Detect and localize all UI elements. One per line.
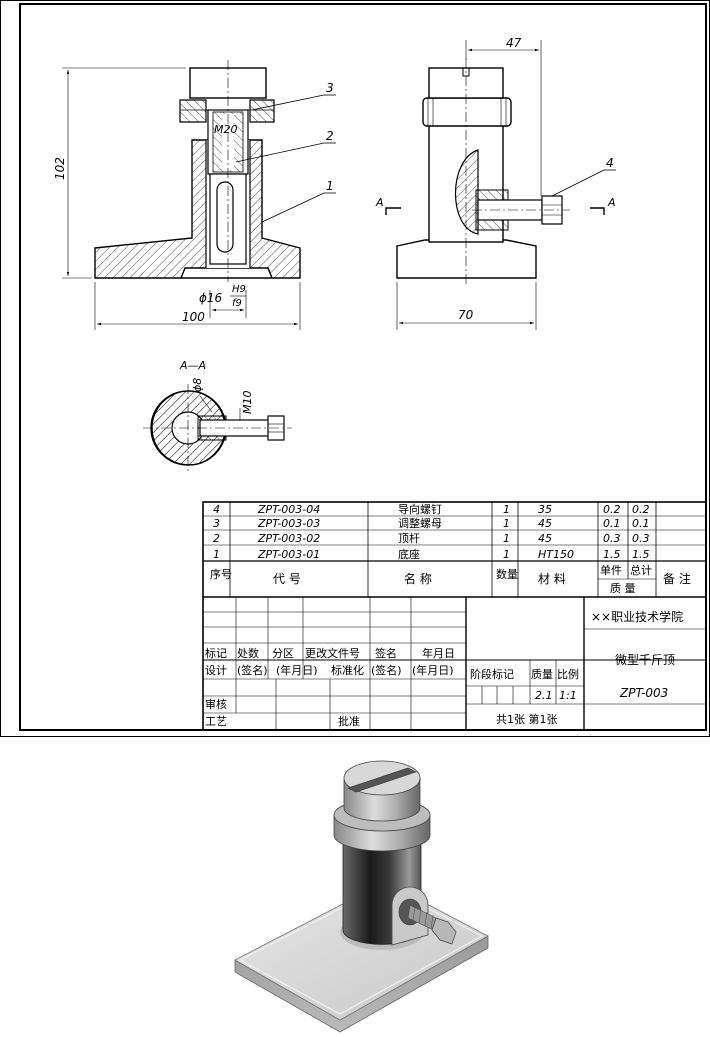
isometric-illustration	[234, 760, 489, 1033]
mass-label: 质量	[531, 668, 553, 681]
fit-diameter-label: ϕ16	[199, 291, 223, 305]
part-unit-mass: 0.3	[603, 532, 621, 545]
school-name: ××职业技术学院	[591, 609, 683, 624]
section-a-a-view	[143, 384, 292, 472]
design-label: 标准化	[331, 663, 364, 677]
design-label: (年月日)	[412, 663, 454, 677]
dim-width-100: 100	[182, 310, 205, 324]
part-qty: 1	[503, 548, 510, 561]
front-section-view	[94, 60, 301, 282]
side-view	[396, 58, 570, 284]
dim-phi8: ϕ8	[191, 378, 204, 392]
part-total-mass: 0.2	[632, 503, 650, 516]
section-mark-left: A	[375, 196, 384, 209]
part-total-mass: 0.1	[632, 517, 650, 530]
dim-70: 70	[458, 308, 474, 322]
part-code: ZPT-003-01	[257, 548, 320, 561]
part-name: 调整螺母	[398, 516, 442, 530]
part-no: 2	[213, 532, 220, 545]
drawing-number: ZPT-003	[619, 686, 668, 700]
process-label: 工艺	[205, 715, 227, 728]
fit-lower-label: f9	[232, 298, 242, 309]
part-total-mass: 1.5	[632, 548, 650, 561]
header-mass: 质 量	[610, 582, 636, 595]
rev-label: 更改文件号	[305, 646, 360, 660]
part-material: 35	[538, 503, 552, 516]
title-block-text: 标记 处数 分区 更改文件号 签名 年月日 设计 (签名) (年月日) 标准化 …	[205, 609, 683, 728]
approve-label: 批准	[338, 714, 360, 728]
front-dimensions: 102 M20 100 ϕ16 H9 f9	[53, 67, 301, 330]
rev-label: 签名	[375, 646, 397, 660]
part-qty: 1	[503, 503, 510, 516]
part-name: 底座	[398, 547, 420, 561]
rev-label: 处数	[237, 647, 259, 660]
drawing-frame	[0, 0, 710, 737]
dim-47: 47	[506, 36, 522, 50]
part-material: 45	[538, 532, 552, 545]
scale-value: 1:1	[559, 689, 577, 702]
header-qty: 数量	[496, 568, 518, 581]
section-a-a-annotations: A—A ϕ8 M10	[179, 359, 254, 420]
section-title-a-a: A—A	[179, 359, 206, 372]
header-no: 序号	[210, 567, 232, 581]
design-label: 设计	[205, 664, 227, 677]
header-name: 名 称	[404, 571, 432, 586]
part-no: 3	[213, 517, 220, 530]
design-label: (签名)	[371, 663, 402, 677]
fit-upper-label: H9	[232, 284, 246, 295]
dim-m10: M10	[241, 391, 254, 415]
header-unit: 单件	[600, 564, 622, 577]
part-unit-mass: 0.2	[603, 503, 621, 516]
part-qty: 1	[503, 532, 510, 545]
part-total-mass: 0.3	[632, 532, 650, 545]
design-label: (年月日)	[276, 663, 318, 677]
rev-label: 分区	[272, 647, 294, 660]
part-code: ZPT-003-02	[257, 532, 320, 545]
title-block-grid	[203, 597, 706, 730]
header-note: 备 注	[663, 571, 691, 586]
part-qty: 1	[503, 517, 510, 530]
part-name: 导向螺钉	[398, 502, 442, 516]
balloon-1: 1	[326, 179, 334, 193]
part-material: HT150	[538, 548, 574, 561]
part-no: 1	[213, 548, 220, 561]
front-balloons: 3 2 1	[235, 81, 336, 223]
design-label: (签名)	[237, 663, 268, 677]
scale-label: 比例	[557, 667, 579, 681]
thread-m20-label: M20	[214, 123, 238, 136]
part-code: ZPT-003-03	[257, 517, 320, 530]
sheet-count: 共1张 第1张	[496, 712, 558, 726]
stage-label: 阶段标记	[470, 667, 514, 681]
part-unit-mass: 1.5	[603, 548, 621, 561]
rev-label: 标记	[205, 646, 227, 660]
parts-rows: 4 ZPT-003-04 导向螺钉 1 35 0.2 0.2 3 ZPT-003…	[210, 502, 691, 595]
section-mark-right: A	[607, 196, 616, 209]
dim-height-102: 102	[53, 157, 67, 180]
header-code: 代 号	[273, 572, 301, 586]
side-dimensions: 47 70 4 A A	[375, 36, 616, 330]
mass-value: 2.1	[535, 689, 553, 702]
part-no: 4	[213, 503, 220, 516]
part-unit-mass: 0.1	[603, 517, 621, 530]
header-material: 材 料	[538, 572, 566, 586]
part-code: ZPT-003-04	[257, 503, 320, 516]
rev-label: 年月日	[422, 646, 455, 660]
header-total: 总计	[630, 563, 652, 577]
drawing-name: 微型千斤顶	[615, 653, 675, 667]
part-material: 45	[538, 517, 552, 530]
balloon-2: 2	[326, 129, 334, 143]
parts-list	[202, 501, 707, 731]
review-label: 审核	[205, 697, 227, 711]
balloon-4: 4	[606, 156, 614, 170]
part-name: 顶杆	[398, 531, 420, 545]
balloon-3: 3	[326, 81, 334, 95]
